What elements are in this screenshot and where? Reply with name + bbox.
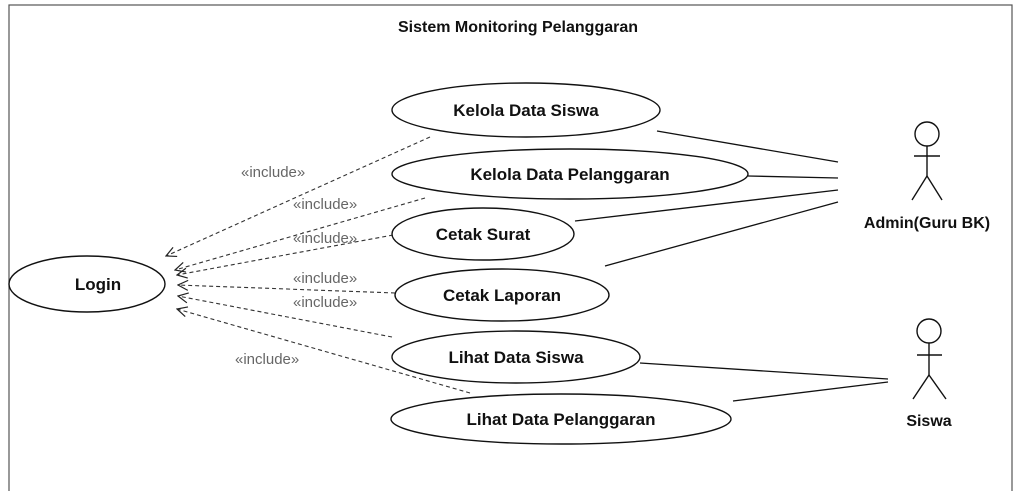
include-label-kelola-data-pelanggaran: «include» <box>293 196 357 213</box>
use-case-cetak-laporan-label: Cetak Laporan <box>443 286 561 305</box>
system-title: Sistem Monitoring Pelanggaran <box>398 19 638 36</box>
assoc-admin-kelola-data-pelanggaran <box>747 175 839 179</box>
assoc-siswa-lihat-data-pelanggaran <box>732 381 889 402</box>
assoc-admin-cetak-surat <box>574 189 839 222</box>
include-line-lihat-data-siswa <box>178 296 393 338</box>
actor-admin-head-icon <box>914 121 940 147</box>
actor-siswa-label: Siswa <box>906 413 951 430</box>
actor-siswa-head-icon <box>916 318 942 344</box>
siswa-associations <box>639 362 889 402</box>
use-case-cetak-laporan[interactable]: Cetak Laporan <box>394 268 610 322</box>
actor-admin[interactable] <box>911 121 943 201</box>
use-case-login[interactable]: Login <box>8 255 166 313</box>
include-line-kelola-data-pelanggaran <box>175 197 426 270</box>
assoc-admin-cetak-laporan <box>604 201 839 267</box>
actor-siswa[interactable] <box>912 318 947 400</box>
include-label-cetak-laporan: «include» <box>293 270 357 287</box>
use-case-kelola-data-pelanggaran[interactable]: Kelola Data Pelanggaran <box>391 148 749 200</box>
include-label-lihat-data-siswa: «include» <box>293 294 357 311</box>
include-label-cetak-surat: «include» <box>293 230 357 247</box>
include-label-lihat-data-pelanggaran: «include» <box>235 351 299 368</box>
include-line-cetak-laporan <box>178 285 396 294</box>
use-case-lihat-data-siswa[interactable]: Lihat Data Siswa <box>391 330 641 384</box>
use-case-kelola-data-pelanggaran-label: Kelola Data Pelanggaran <box>470 165 669 184</box>
actor-admin-label: Admin(Guru BK) <box>864 215 990 232</box>
include-label-kelola-data-siswa: «include» <box>241 164 305 181</box>
use-case-cetak-surat-label: Cetak Surat <box>436 225 531 244</box>
use-case-kelola-data-siswa-label: Kelola Data Siswa <box>453 101 599 120</box>
assoc-siswa-lihat-data-siswa <box>639 362 889 380</box>
include-line-lihat-data-pelanggaran <box>177 309 471 394</box>
include-line-cetak-surat <box>177 234 394 275</box>
assoc-admin-kelola-data-siswa <box>656 130 839 163</box>
include-line-kelola-data-siswa <box>166 136 431 256</box>
use-case-cetak-surat[interactable]: Cetak Surat <box>391 207 575 261</box>
use-case-lihat-data-pelanggaran-label: Lihat Data Pelanggaran <box>467 410 656 429</box>
use-case-kelola-data-siswa[interactable]: Kelola Data Siswa <box>391 82 661 138</box>
admin-associations <box>574 130 839 267</box>
include-relations <box>166 136 471 394</box>
use-case-login-label: Login <box>75 275 121 294</box>
use-case-lihat-data-pelanggaran[interactable]: Lihat Data Pelanggaran <box>390 393 732 445</box>
use-case-lihat-data-siswa-label: Lihat Data Siswa <box>448 348 584 367</box>
